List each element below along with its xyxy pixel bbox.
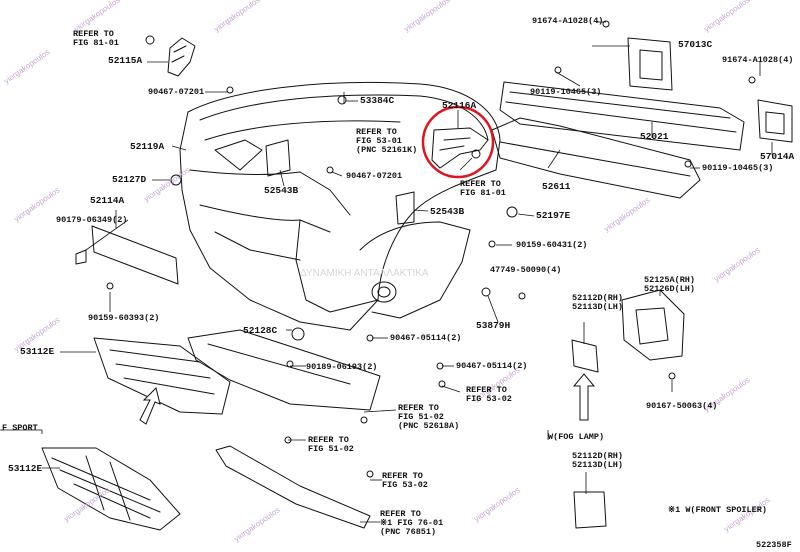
fsport-grille <box>41 447 181 531</box>
absorber-52611 <box>491 117 701 199</box>
label-f-sport: F SPORT <box>2 423 38 433</box>
label-refer-fig81-mid: REFER TO FIG 81-01 <box>460 179 506 198</box>
label-52128c: 52128C <box>243 325 278 336</box>
label-90167-50063: 90167-50063(4) <box>646 401 718 411</box>
label-90159-60393: 90159-60393(2) <box>88 313 160 323</box>
label-refer-fig51-right: REFER TO FIG 51-02 (PNC 52618A) <box>398 403 460 431</box>
plate-52114a <box>91 225 179 285</box>
label-90467-07201-b: 90467-07201 <box>346 171 403 181</box>
label-91674-a1028-1: 91674-A1028(4) <box>532 16 604 26</box>
label-refer-fig81-top: REFER TO FIG 81-01 <box>73 29 119 48</box>
label-47749-50090: 47749-50090(4) <box>490 265 562 275</box>
label-refer-fig53-top: REFER TO FIG 53-01 (PNC 52161K) <box>356 127 418 155</box>
label-52543b-a: 52543B <box>264 185 299 196</box>
label-90119-10465-b: 90119-10465(3) <box>702 163 774 173</box>
label-90467-05114-a: 90467-05114(2) <box>390 333 462 343</box>
label-90467-05114-b: 90467-05114(2) <box>456 361 528 371</box>
bracket-52116a <box>431 127 489 169</box>
fog-cover <box>571 339 599 373</box>
label-52197e: 52197E <box>536 210 571 221</box>
label-90467-07201-a: 90467-07201 <box>148 87 205 97</box>
bracket-57014a <box>757 99 793 143</box>
watermark-text: ΔΥΝΑΜΙΚΗ ΑΝΤΑΛΛΑΚΤΙΚΑ <box>300 268 429 279</box>
label-52115a: 52115A <box>108 55 143 66</box>
label-53879h: 53879H <box>476 320 511 331</box>
grille-53112e <box>93 337 231 415</box>
label-90119-10465-a: 90119-10465(3) <box>530 87 602 97</box>
label-53112e-b: 53112E <box>8 463 43 474</box>
label-front-spoiler: ※1 W(FRONT SPOILER) <box>668 505 767 515</box>
label-52125a: 52125A(RH) 52126D(LH) <box>644 275 696 294</box>
label-91674-a1028-2: 91674-A1028(4) <box>722 55 794 65</box>
under-cover <box>187 329 381 411</box>
fog-lamp <box>621 289 685 361</box>
label-52611: 52611 <box>542 181 571 192</box>
reinforcement-57013c <box>499 81 745 151</box>
label-fog-lamp: W(FOG LAMP) <box>548 432 605 442</box>
label-53384c: 53384C <box>360 95 395 106</box>
label-refer-fig53-low: REFER TO FIG 53-02 <box>382 471 428 490</box>
label-90179-06349: 90179-06349(2) <box>56 215 128 225</box>
label-52119a: 52119A <box>130 141 165 152</box>
label-52112d-b: 52112D(RH) 52113D(LH) <box>572 451 624 470</box>
label-52127d: 52127D <box>112 174 147 185</box>
label-52543b-b: 52543B <box>430 206 465 217</box>
label-90189-06193: 90189-06193(2) <box>306 362 378 372</box>
diagram-id: 522358F <box>756 540 792 550</box>
highlight-ring <box>421 105 495 179</box>
bracket-52115a <box>167 37 196 77</box>
label-refer-fig76: REFER TO ※1 FIG 76-01 (PNC 76851) <box>380 509 444 537</box>
label-52021: 52021 <box>640 131 669 142</box>
fog-cover-low <box>573 491 607 529</box>
label-57013c: 57013C <box>678 39 713 50</box>
label-53112e-a: 53112E <box>20 346 55 357</box>
bumper-cover <box>179 81 501 331</box>
label-52116a: 52116A <box>442 100 477 111</box>
front-spoiler <box>215 445 371 529</box>
label-refer-fig53-mid: REFER TO FIG 53-02 <box>466 385 512 404</box>
label-refer-fig51-low: REFER TO FIG 51-02 <box>308 435 354 454</box>
label-57014a: 57014A <box>760 151 795 162</box>
label-90159-60431: 90159-60431(2) <box>516 240 588 250</box>
label-52112d-a: 52112D(RH) 52113D(LH) <box>572 293 624 312</box>
label-52114a: 52114A <box>90 195 125 206</box>
